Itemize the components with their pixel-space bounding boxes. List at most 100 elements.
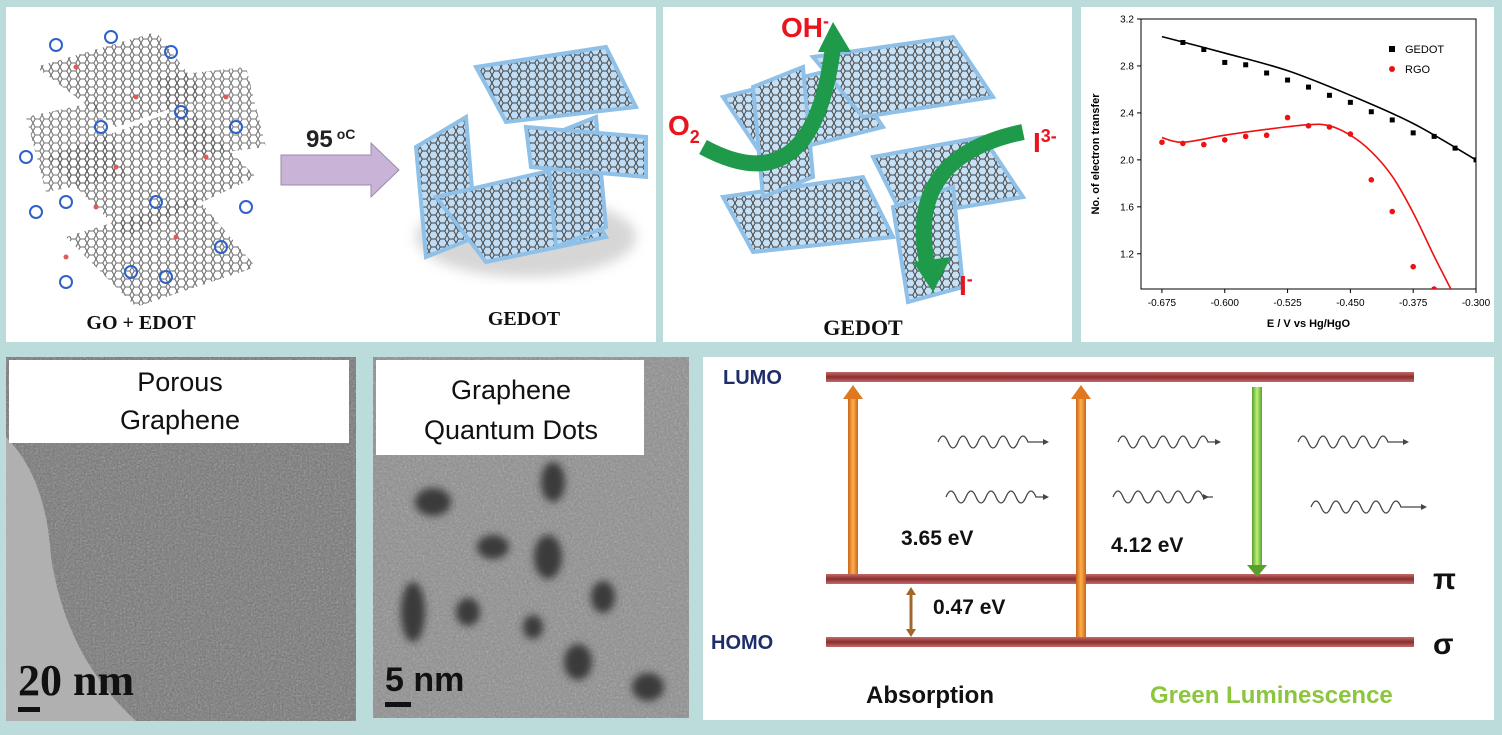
gedot-point xyxy=(1180,39,1186,45)
y-tick-label: 2.4 xyxy=(1120,108,1134,119)
o2-base: O xyxy=(668,110,690,141)
o2-sub: 2 xyxy=(690,127,700,147)
porous-title-box xyxy=(9,360,349,443)
y-tick-label: 2.0 xyxy=(1120,155,1134,166)
i3-base: I xyxy=(1033,127,1041,158)
rgo-point xyxy=(1221,137,1228,143)
gedot-fit-line xyxy=(1161,35,1476,161)
oh-label: OH- xyxy=(781,11,829,43)
gedot-point xyxy=(1431,133,1437,139)
rgo-point xyxy=(1326,124,1333,130)
y-axis-label: No. of electron transfer xyxy=(1090,93,1102,215)
rgo-point xyxy=(1180,140,1186,147)
gedot-point xyxy=(1473,157,1476,163)
i3-label: I3- xyxy=(1033,126,1057,158)
gap-arrow-small xyxy=(906,587,916,637)
lumo-label: LUMO xyxy=(723,367,782,389)
rgo-point xyxy=(1410,263,1416,270)
reactant-label: GO + EDOT xyxy=(86,312,196,334)
quantum-dots xyxy=(401,462,664,701)
rgo-point xyxy=(1242,133,1249,140)
porous-title-line1: Porous xyxy=(137,367,223,397)
qd-title-line1: Graphene xyxy=(451,375,571,405)
pi-level xyxy=(826,574,1414,584)
rgo-point xyxy=(1201,141,1207,148)
gedot-point xyxy=(1452,145,1458,151)
o2-arrow-head xyxy=(818,22,851,52)
gedot-point xyxy=(1222,59,1228,65)
tem-porous-image: Porous Graphene 20 nm xyxy=(6,357,356,721)
rgo-point xyxy=(1389,208,1396,215)
porous-title-line2: Graphene xyxy=(120,405,240,435)
gedot-point xyxy=(1243,62,1249,68)
y-tick-label: 2.8 xyxy=(1120,61,1134,72)
rgo-point xyxy=(1347,131,1354,137)
qd-title-line2: Quantum Dots xyxy=(424,415,598,445)
i3-arrow-head xyxy=(913,257,951,292)
y-tick-label: 3.2 xyxy=(1120,15,1134,26)
gedot-point xyxy=(1347,99,1353,105)
x-axis-label: E / V vs Hg/HgO xyxy=(1267,318,1351,330)
o2-to-oh-arrow xyxy=(699,46,841,172)
emission-arrow xyxy=(1247,387,1267,577)
support-film-region xyxy=(6,437,136,721)
plot-frame xyxy=(1140,18,1477,290)
reaction-arrow xyxy=(280,141,400,199)
qd-scale-label: 5 nm xyxy=(385,661,464,699)
rgo-point xyxy=(1159,139,1165,146)
edot-molecules xyxy=(19,30,253,289)
absorption-arrow-pi xyxy=(843,385,863,574)
tem-qd-panel: Graphene Quantum Dots 5 nm xyxy=(373,357,689,718)
oh-base: OH xyxy=(781,12,823,43)
lumo-level xyxy=(826,372,1414,382)
homo-level xyxy=(826,637,1414,647)
rgo-point xyxy=(1431,286,1437,289)
gedot-point xyxy=(1389,117,1395,123)
i3-to-i-arrow xyxy=(915,124,1025,269)
porous-scale-bar xyxy=(18,707,40,712)
reaction-panel: O2 OH- I3- I- GEDOT xyxy=(663,7,1072,342)
i3-sup: 3- xyxy=(1041,126,1057,146)
rgo-point xyxy=(1368,177,1375,183)
gap-label-3-65: 3.65 eV xyxy=(901,527,973,550)
go-edot-cluster xyxy=(26,32,266,307)
electron-transfer-chart: -0.675-0.600-0.525-0.450-0.375-0.3001.21… xyxy=(1090,15,1491,331)
gap-label-4-12: 4.12 eV xyxy=(1111,534,1183,557)
gedot-point xyxy=(1326,92,1332,98)
legend-marker-gedot xyxy=(1389,46,1395,52)
sigma-label: σ xyxy=(1433,628,1454,661)
oh-sup: - xyxy=(823,11,829,31)
x-tick-label: -0.450 xyxy=(1336,298,1365,309)
luminescence-label: Green Luminescence xyxy=(1150,682,1393,709)
porous-scale-label: 20 nm xyxy=(18,656,134,705)
gedot-point xyxy=(1306,84,1311,90)
y-tick-label: 1.2 xyxy=(1120,249,1134,260)
x-tick-label: -0.375 xyxy=(1399,298,1428,309)
x-tick-label: -0.675 xyxy=(1148,298,1177,309)
x-tick-label: -0.600 xyxy=(1211,298,1240,309)
i-sup: - xyxy=(967,269,973,289)
tem-porous-panel: Porous Graphene 20 nm xyxy=(6,357,356,721)
relaxation-waves xyxy=(937,435,1421,514)
pi-label: π xyxy=(1433,563,1456,596)
gedot-point xyxy=(1368,109,1374,115)
condition-unit: oC xyxy=(337,126,356,142)
reaction-illustration: O2 OH- I3- I- GEDOT xyxy=(668,11,1057,340)
gedot-structure xyxy=(413,44,648,277)
gedot-point xyxy=(1410,130,1416,136)
homo-label: HOMO xyxy=(711,632,773,654)
legend-label-rgo: RGO xyxy=(1405,64,1431,76)
rgo-point xyxy=(1305,123,1312,129)
i-label: I- xyxy=(959,269,973,301)
condition-value: 95 xyxy=(306,126,333,153)
qd-title-box xyxy=(376,360,644,455)
i-base: I xyxy=(959,270,967,301)
product-label: GEDOT xyxy=(488,308,561,330)
absorption-arrow-sigma xyxy=(1071,385,1091,637)
rgo-point xyxy=(1263,132,1270,139)
gedot-point xyxy=(1264,70,1270,76)
legend-label-gedot: GEDOT xyxy=(1405,44,1444,56)
